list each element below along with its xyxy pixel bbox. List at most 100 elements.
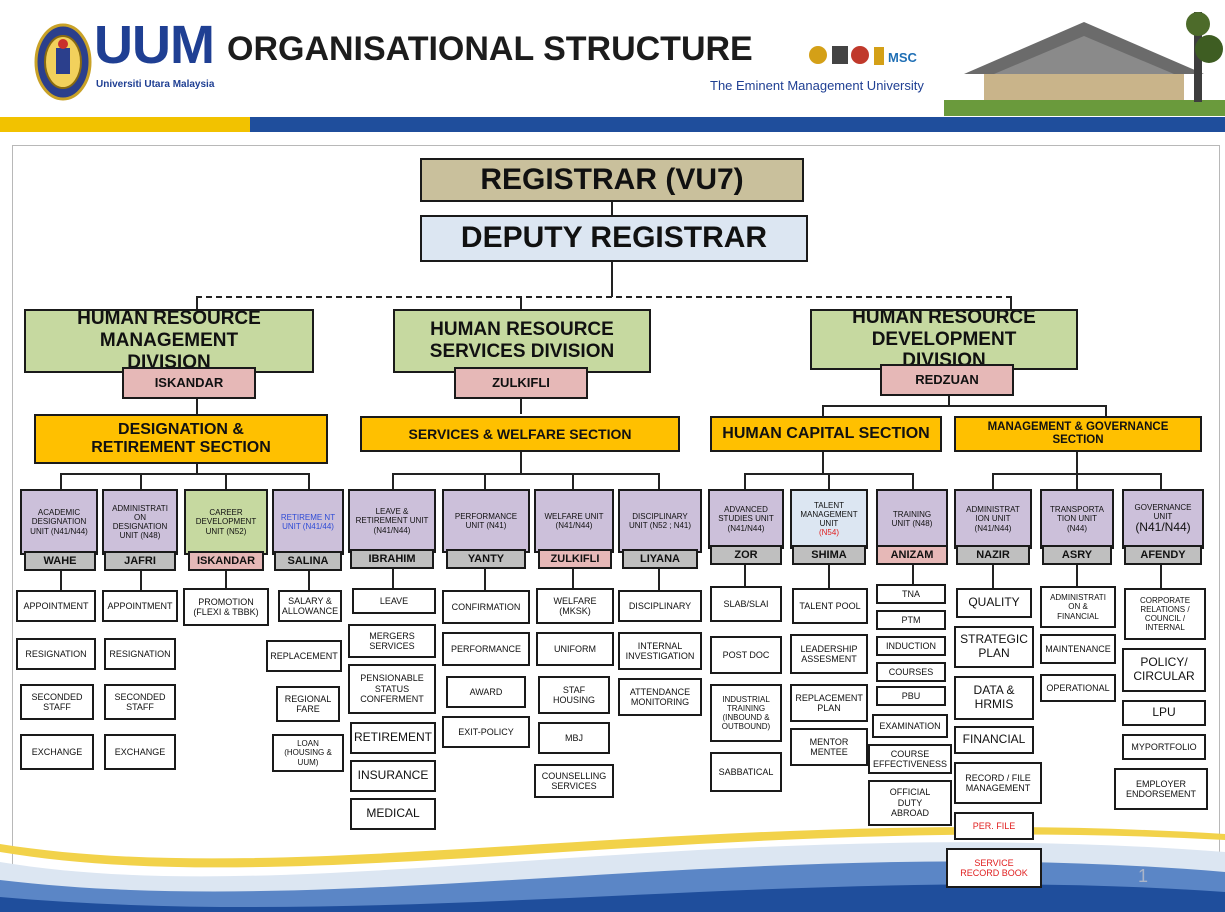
hrm-division-box: HUMAN RESOURCE MANAGEMENT DIVISION (24, 309, 314, 373)
header-bar-yellow (0, 117, 250, 132)
hrm-head-badge: ISKANDAR (122, 367, 256, 399)
bottom-wave-decoration (0, 826, 1225, 912)
connector (140, 473, 142, 489)
header-bar-blue (0, 117, 1225, 132)
unit-head-anizam: ANIZAM (876, 545, 948, 565)
hrs-head-badge: ZULKIFLI (454, 367, 588, 399)
connector (225, 570, 227, 588)
connector (392, 568, 394, 588)
connector (225, 473, 227, 489)
unit-head-zulkifli: ZULKIFLI (538, 549, 612, 569)
task-maintenance: MAINTENANCE (1040, 634, 1116, 664)
page-number: 1 (1138, 866, 1149, 886)
connector (1076, 564, 1078, 586)
task-loan: LOAN (HOUSING & UUM) (272, 734, 344, 772)
unit-talent-code: (N54) (818, 528, 839, 538)
task-appointment: APPOINTMENT (16, 590, 96, 622)
task-regional-fare: REGIONAL FARE (276, 686, 340, 722)
task-industrial-training: INDUSTRIAL TRAINING (INBOUND & OUTBOUND) (710, 684, 782, 742)
connector (60, 473, 310, 475)
unit-career-development: CAREER DEVELOPMENT UNIT (N52) (184, 489, 268, 555)
connector (1105, 405, 1107, 417)
unit-head-iskandar: ISKANDAR (188, 551, 264, 571)
unit-leave-retirement: LEAVE & RETIREMENT UNIT (N41/N44) (348, 489, 436, 553)
connector (196, 296, 198, 310)
task-medical: MEDICAL (350, 798, 436, 830)
connector (572, 473, 574, 489)
unit-talent-label: TALENT MANAGEMENT UNIT (800, 500, 858, 528)
task-slab-slai: SLAB/SLAI (710, 586, 782, 622)
hrs-division-box: HUMAN RESOURCE SERVICES DIVISION (393, 309, 651, 373)
unit-advanced-studies: ADVANCED STUDIES UNIT (N41/N44) (708, 489, 784, 549)
connector (196, 398, 198, 414)
connector (912, 564, 914, 584)
connector (822, 451, 824, 474)
task-post-doc: POST DOC (710, 636, 782, 674)
connector (60, 570, 62, 590)
connector (196, 462, 198, 474)
unit-head-shima: SHIMA (792, 545, 866, 565)
header: UUM Universiti Utara Malaysia ORGANISATI… (0, 0, 1225, 132)
task-quality: QUALITY (956, 588, 1032, 618)
connector (1076, 473, 1078, 489)
unit-academic-designation: ACADEMIC DESIGNATION UNIT (N41/N44) (20, 489, 98, 555)
task-internal-investigation: INTERNAL INVESTIGATION (618, 632, 702, 670)
uum-logo-subtitle: Universiti Utara Malaysia (96, 79, 215, 90)
task-policy-circular: POLICY/ CIRCULAR (1122, 648, 1206, 692)
unit-retirement: RETIREME NT UNIT (N41/44) (272, 489, 344, 555)
task-course-effectiveness: COURSE EFFECTIVENESS (868, 744, 952, 774)
task-examination: EXAMINATION (872, 714, 948, 738)
task-official-duty-abroad: OFFICIAL DUTY ABROAD (868, 780, 952, 826)
task-staf-housing: STAF HOUSING (538, 676, 610, 714)
task-corporate-relations: CORPORATE RELATIONS / COUNCIL / INTERNAL (1124, 588, 1206, 640)
uum-logo-text: UUM (94, 15, 215, 75)
connector (1076, 451, 1078, 474)
task-confirmation: CONFIRMATION (442, 590, 530, 624)
hrd-division-box: HUMAN RESOURCE DEVELOPMENT DIVISION (810, 309, 1078, 370)
connector (828, 473, 830, 489)
task-resignation: RESIGNATION (16, 638, 96, 670)
task-talent-pool: TALENT POOL (792, 588, 868, 624)
unit-head-zor: ZOR (710, 545, 782, 565)
connector (520, 296, 522, 310)
task-attendance-monitoring: ATTENDANCE MONITORING (618, 678, 702, 716)
connector (520, 398, 522, 414)
connector (484, 473, 486, 489)
unit-performance: PERFORMANCE UNIT (N41) (442, 489, 530, 553)
connector (140, 570, 142, 590)
task-appointment: APPOINTMENT (102, 590, 178, 622)
connector (392, 473, 660, 475)
unit-disciplinary: DISCIPLINARY UNIT (N52 ; N41) (618, 489, 702, 553)
connector (1160, 564, 1162, 588)
task-salary-allowance: SALARY & ALLOWANCE (278, 590, 342, 622)
task-operational: OPERATIONAL (1040, 674, 1116, 702)
hrd-head-badge: REDZUAN (880, 364, 1014, 396)
task-award: AWARD (446, 676, 526, 708)
designation-section-box: DESIGNATION & RETIREMENT SECTION (34, 414, 328, 464)
unit-governance-code: (N41/N44) (1135, 520, 1191, 535)
task-mbj: MBJ (538, 722, 610, 754)
task-promotion: PROMOTION (FLEXI & TBBK) (183, 588, 269, 626)
dashed-connector (196, 296, 1012, 298)
task-pensionable-status: PENSIONABLE STATUS CONFERMENT (348, 664, 436, 714)
task-data-hrmis: DATA & HRMIS (954, 676, 1034, 720)
connector (658, 568, 660, 590)
task-exit-policy: EXIT-POLICY (442, 716, 530, 748)
unit-head-afendy: AFENDY (1124, 545, 1202, 565)
task-record-file-management: RECORD / FILE MANAGEMENT (954, 762, 1042, 804)
task-mentor-mentee: MENTOR MENTEE (790, 728, 868, 766)
unit-administration: ADMINISTRAT ION UNIT (N41/N44) (954, 489, 1032, 549)
connector (744, 473, 746, 489)
connector (572, 568, 574, 588)
unit-head-nazir: NAZIR (956, 545, 1030, 565)
task-courses: COURSES (876, 662, 946, 682)
task-pbu: PBU (876, 686, 946, 706)
uum-crest-icon (34, 23, 92, 101)
task-ptm: PTM (876, 610, 946, 630)
task-resignation: RESIGNATION (104, 638, 176, 670)
unit-talent-management: TALENT MANAGEMENT UNIT (N54) (790, 489, 868, 549)
task-replacement-plan: REPLACEMENT PLAN (790, 684, 868, 722)
task-seconded-staff: SECONDED STAFF (20, 684, 94, 720)
task-per-file: PER. FILE (954, 812, 1034, 840)
task-financial: FINANCIAL (954, 726, 1034, 754)
